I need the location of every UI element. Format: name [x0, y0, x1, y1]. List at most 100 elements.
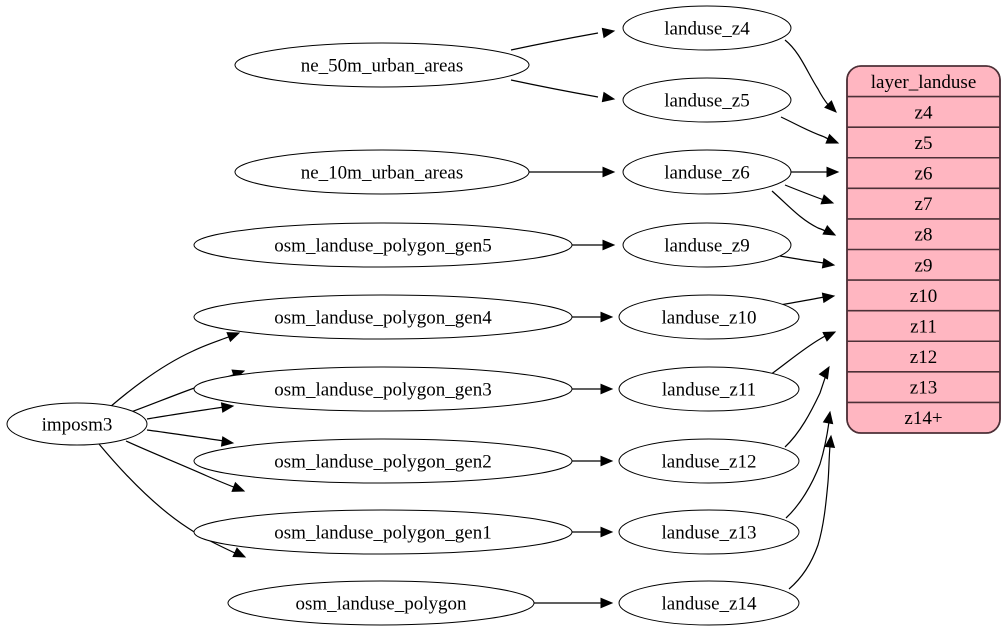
view-node-landuse_z4[interactable]: landuse_z4 [622, 5, 792, 51]
edge-path [788, 445, 831, 590]
arrow-head-icon [232, 547, 247, 558]
edge-path [146, 406, 225, 420]
arrow-head-icon [220, 402, 235, 413]
table-node-osm_landuse_polygon_gen5[interactable]: osm_landuse_polygon_gen5 [193, 222, 573, 268]
record-header-label: layer_landuse [871, 72, 977, 93]
arrow-head-icon [602, 166, 616, 178]
node-shape [193, 438, 573, 484]
arrow-head-icon [601, 27, 616, 39]
view-node-landuse_z6[interactable]: landuse_z6 [622, 149, 792, 195]
edge-landuse_z12-to-z12 [784, 365, 830, 448]
edge-landuse_z6-to-z8 [771, 190, 837, 236]
edges-layer [98, 27, 840, 609]
view-node-landuse_z11[interactable]: landuse_z11 [618, 366, 800, 412]
edge-imposm3-to-osm_landuse_polygon_gen2 [146, 429, 235, 447]
node-label: landuse_z11 [662, 380, 756, 401]
node-shape [622, 5, 792, 51]
arrow-head-icon [820, 194, 835, 205]
view-node-landuse_z12[interactable]: landuse_z12 [618, 438, 800, 484]
record-row-z11[interactable]: z11 [847, 311, 1000, 342]
edge-ne_10m_urban_areas-to-landuse_z6 [529, 166, 616, 178]
table-node-osm_landuse_polygon[interactable]: osm_landuse_polygon [227, 580, 535, 626]
arrow-head-icon [822, 225, 837, 236]
node-label: landuse_z12 [662, 452, 757, 473]
record-row-z7[interactable]: z7 [847, 188, 1000, 219]
node-label: osm_landuse_polygon_gen4 [274, 308, 492, 329]
edge-landuse_z5-to-z5 [780, 116, 840, 144]
record-row-label: z4 [915, 102, 933, 123]
edge-landuse_z14-to-z14+ [788, 434, 836, 590]
node-shape [618, 438, 800, 484]
edge-path [109, 335, 232, 408]
view-node-landuse_z14[interactable]: landuse_z14 [618, 580, 800, 626]
node-label: landuse_z6 [664, 163, 749, 184]
arrow-head-icon [226, 332, 241, 343]
edge-path [785, 421, 830, 519]
edge-imposm3-to-osm_landuse_polygon_gen5 [109, 332, 241, 408]
view-node-landuse_z9[interactable]: landuse_z9 [622, 222, 792, 268]
record-row-z12[interactable]: z12 [847, 341, 1000, 372]
arrow-head-icon [821, 257, 836, 269]
edge-osm_landuse_polygon_gen3-to-landuse_z11 [572, 383, 614, 395]
arrow-head-icon [821, 292, 836, 304]
edge-ne_50m_urban_areas-to-landuse_z5 [510, 79, 616, 103]
node-label: landuse_z13 [662, 523, 757, 544]
edge-path [780, 116, 831, 141]
record-row-label: z10 [910, 286, 937, 307]
edge-osm_landuse_polygon_gen5-to-landuse_z9 [572, 239, 616, 251]
record-row-z9[interactable]: z9 [847, 250, 1000, 281]
view-node-landuse_z10[interactable]: landuse_z10 [618, 294, 800, 340]
record-row-z4[interactable]: z4 [847, 97, 1000, 128]
edge-landuse_z6-to-z6 [791, 166, 840, 178]
arrow-head-icon [601, 91, 616, 103]
view-node-landuse_z13[interactable]: landuse_z13 [618, 509, 800, 555]
arrow-head-icon [825, 133, 840, 144]
edge-landuse_z9-to-z9 [779, 255, 836, 269]
edge-path [510, 79, 599, 98]
edge-path [98, 443, 238, 555]
edge-imposm3-to-osm_landuse_polygon_gen1 [125, 440, 246, 492]
edge-imposm3-to-osm_landuse_polygon_gen3 [146, 402, 235, 420]
record-row-z13[interactable]: z13 [847, 372, 1000, 403]
table-node-osm_landuse_polygon_gen4[interactable]: osm_landuse_polygon_gen4 [193, 294, 573, 340]
arrow-head-icon [600, 597, 614, 609]
record-row-z14+[interactable]: z14+ [847, 402, 1000, 433]
edge-path [146, 429, 225, 442]
record-row-z6[interactable]: z6 [847, 158, 1000, 189]
source-node-imposm3[interactable]: imposm3 [6, 402, 148, 446]
record-row-label: z8 [915, 225, 933, 246]
node-shape [234, 42, 530, 88]
record-row-z10[interactable]: z10 [847, 280, 1000, 311]
table-node-ne_50m_urban_areas[interactable]: ne_50m_urban_areas [234, 42, 530, 88]
edge-osm_landuse_polygon_gen4-to-landuse_z10 [572, 311, 614, 323]
node-label: landuse_z4 [664, 19, 750, 40]
record-row-label: z11 [910, 316, 937, 337]
edge-landuse_z4-to-z4 [784, 39, 837, 113]
node-label: landuse_z10 [662, 308, 757, 329]
node-shape [618, 366, 800, 412]
edge-path [510, 32, 599, 51]
edge-landuse_z10-to-z10 [779, 292, 836, 306]
node-shape [622, 149, 792, 195]
record-row-label: z9 [915, 255, 933, 276]
record-row-z5[interactable]: z5 [847, 127, 1000, 158]
edge-osm_landuse_polygon-to-landuse_z14 [534, 597, 614, 609]
node-shape [618, 509, 800, 555]
table-node-ne_10m_urban_areas[interactable]: ne_10m_urban_areas [234, 149, 530, 195]
table-node-osm_landuse_polygon_gen2[interactable]: osm_landuse_polygon_gen2 [193, 438, 573, 484]
node-shape [622, 77, 792, 123]
edge-landuse_z6-to-z7 [784, 184, 835, 205]
record-row-z8[interactable]: z8 [847, 219, 1000, 250]
arrow-head-icon [818, 365, 830, 380]
node-label: ne_50m_urban_areas [301, 56, 464, 77]
arrow-head-icon [822, 331, 837, 342]
edge-osm_landuse_polygon_gen2-to-landuse_z12 [572, 455, 614, 467]
table-node-osm_landuse_polygon_gen1[interactable]: osm_landuse_polygon_gen1 [193, 509, 573, 555]
record-row-label: z14+ [904, 408, 942, 429]
table-node-osm_landuse_polygon_gen3[interactable]: osm_landuse_polygon_gen3 [193, 366, 573, 412]
node-label: osm_landuse_polygon [296, 594, 467, 615]
node-shape [622, 222, 792, 268]
view-node-landuse_z5[interactable]: landuse_z5 [622, 77, 792, 123]
